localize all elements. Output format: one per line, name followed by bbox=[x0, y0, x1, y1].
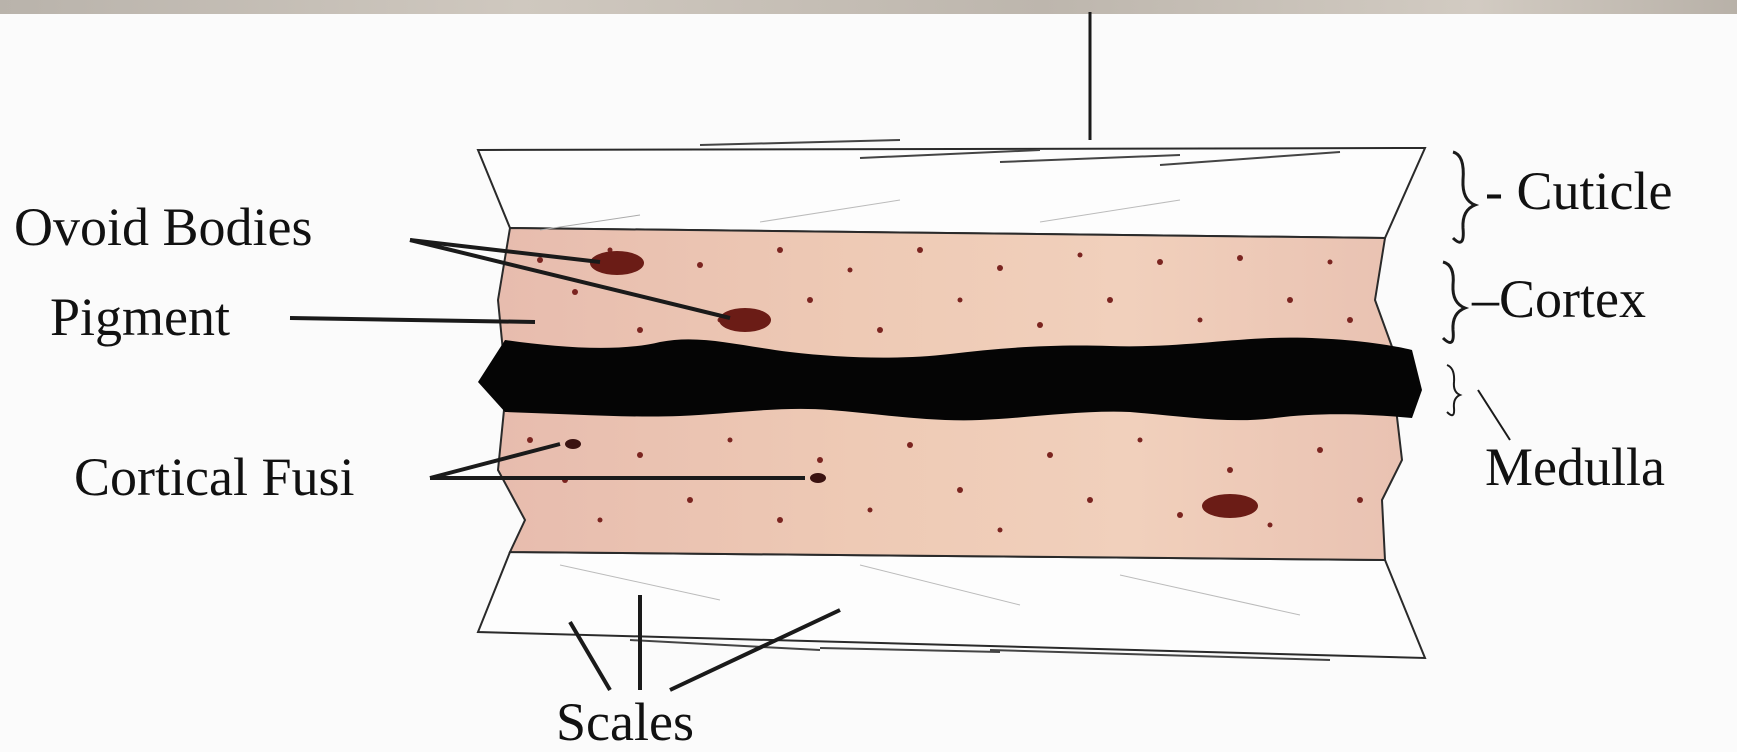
label-cortical-fusi: Cortical Fusi bbox=[74, 450, 355, 504]
label-cuticle: - Cuticle bbox=[1485, 164, 1672, 218]
label-cortex: –Cortex bbox=[1472, 272, 1646, 326]
ovoid-body-3 bbox=[1202, 494, 1258, 518]
ovoid-body-2 bbox=[719, 308, 771, 332]
cuticle-top-layer bbox=[478, 148, 1425, 238]
label-ovoid-bodies: Ovoid Bodies bbox=[14, 200, 313, 254]
cuticle-bottom-layer bbox=[478, 552, 1425, 658]
label-medulla: Medulla bbox=[1485, 440, 1665, 494]
label-pigment: Pigment bbox=[50, 290, 230, 344]
label-scales: Scales bbox=[556, 695, 694, 749]
cortical-fusus-2 bbox=[810, 473, 826, 483]
braces bbox=[1443, 152, 1475, 415]
cortical-fusus-1 bbox=[565, 439, 581, 449]
